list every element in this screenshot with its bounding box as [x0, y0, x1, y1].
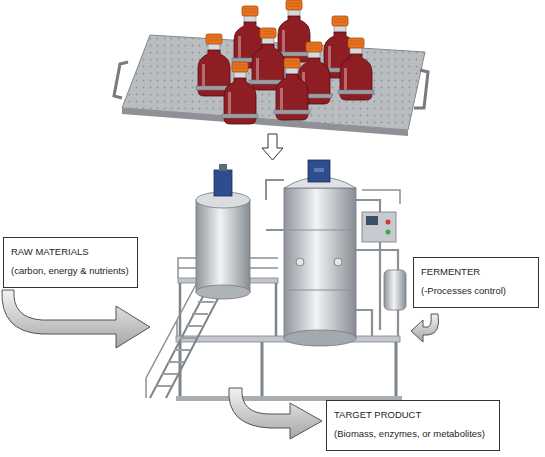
box-text: (carbon, energy & nutrients) — [11, 265, 129, 277]
flask — [338, 38, 374, 100]
input-arrow — [2, 290, 150, 348]
box-heading: FERMENTER — [421, 266, 530, 278]
text-box: RAW MATERIALS (carbon, energy & nutrients… — [3, 237, 138, 288]
flask — [222, 62, 258, 124]
platform-handle — [414, 70, 428, 108]
box-heading: TARGET PRODUCT — [334, 409, 491, 421]
box-text: (Biomass, enzymes, or metabolites) — [334, 428, 491, 440]
box-heading: RAW MATERIALS — [11, 246, 129, 258]
box-text: (-Processes control) — [421, 285, 530, 297]
platform-handle — [114, 62, 128, 98]
control-arrow — [411, 314, 439, 342]
down-arrow — [262, 134, 283, 160]
flask — [274, 58, 310, 120]
output-arrow — [229, 388, 322, 439]
text-box: FERMENTER (-Processes control) — [413, 257, 539, 308]
platform-edge — [122, 108, 408, 136]
text-box: TARGET PRODUCT (Biomass, enzymes, or meta… — [326, 400, 500, 451]
fermenter-plant — [146, 160, 406, 401]
